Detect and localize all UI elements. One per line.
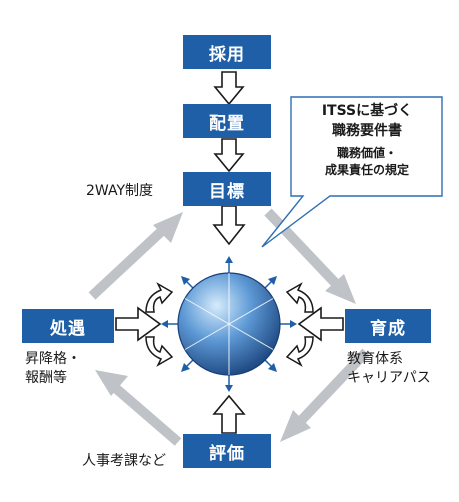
callout-title-line1: ITSSに基づく — [321, 103, 413, 119]
note-development-line2: キャリアパス — [347, 370, 431, 386]
curved-arrows — [145, 282, 314, 367]
box-evaluation: 評価 — [183, 434, 271, 468]
callout-bubble — [261, 96, 443, 248]
note-development-line1: 教育体系 — [347, 351, 403, 367]
callout-title-line2: 職務要件書 — [332, 123, 402, 139]
arrow-development-to-hub — [297, 306, 344, 342]
box-goal: 目標 — [183, 172, 271, 206]
note-treatment-line2: 報酬等 — [25, 370, 67, 386]
note-two-way: 2WAY制度 — [86, 183, 154, 199]
curved-arrow-right-lower — [285, 336, 314, 367]
arrow-recruit-to-placement — [213, 71, 245, 106]
curved-arrow-right-upper — [285, 282, 314, 313]
curved-arrow-left-upper — [145, 282, 174, 313]
arrow-goal-to-hub — [212, 205, 246, 246]
callout-sub-line2: 成果責任の規定 — [324, 163, 409, 177]
cycle-arrow-development-to-evaluation — [280, 348, 370, 442]
cycle-arrows — [88, 208, 370, 446]
block-arrows — [115, 71, 344, 434]
arrow-placement-to-goal — [213, 138, 245, 173]
box-development: 育成 — [345, 309, 431, 343]
box-treatment: 処遇 — [22, 309, 114, 343]
box-recruit: 採用 — [183, 35, 271, 69]
curved-arrow-left-lower — [145, 336, 174, 367]
cycle-arrow-evaluation-to-treatment — [95, 370, 182, 446]
note-development: 教育体系 キャリアパス — [347, 350, 431, 388]
note-evaluation: 人事考課など — [82, 453, 166, 469]
note-treatment: 昇降格・ 報酬等 — [25, 350, 81, 388]
arrow-evaluation-to-hub — [212, 394, 246, 434]
hub-radiating-arrows — [161, 256, 297, 392]
hub-segment-lines — [184, 273, 274, 375]
box-placement: 配置 — [183, 104, 271, 138]
hub — [161, 256, 297, 392]
note-treatment-line1: 昇降格・ — [25, 351, 81, 367]
callout-sub-line1: 職務価値・ — [336, 146, 397, 160]
callout-text: ITSSに基づく 職務要件書 職務価値・ 成果責任の規定 — [292, 101, 442, 179]
arrow-treatment-to-hub — [115, 306, 162, 342]
cycle-arrow-treatment-to-goal — [88, 212, 183, 300]
